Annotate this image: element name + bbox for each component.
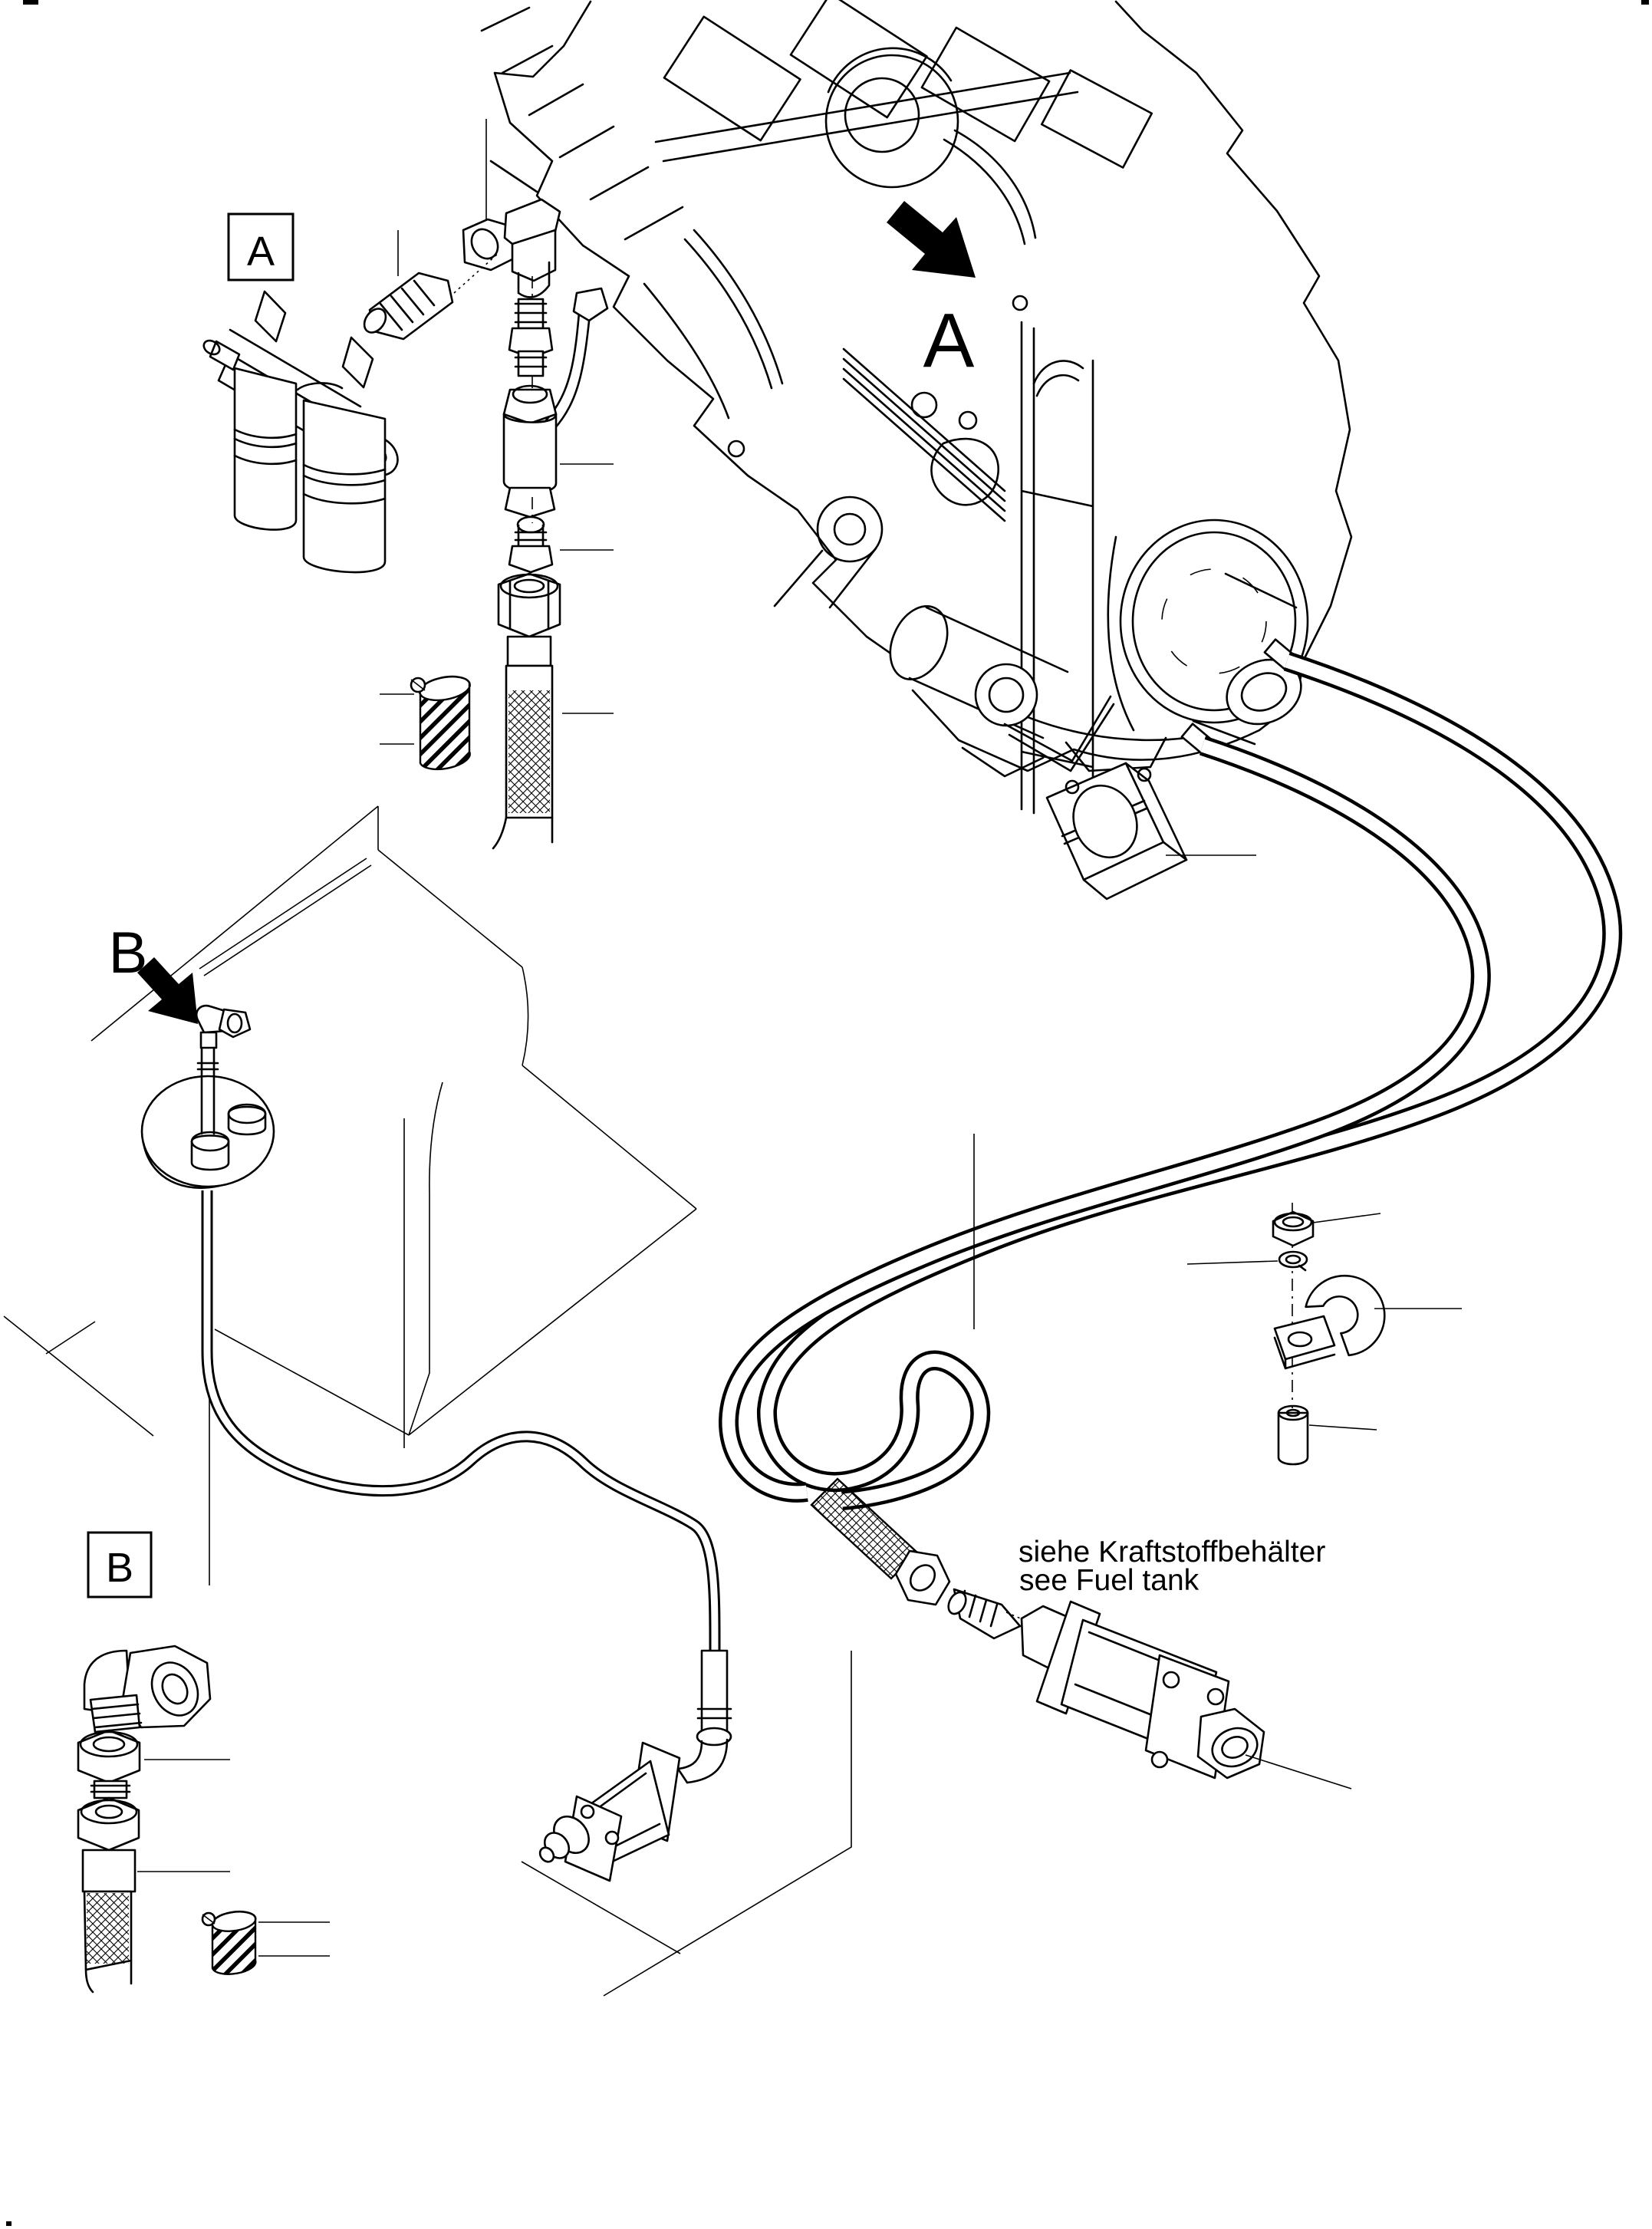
lock-washer bbox=[1186, 1250, 1308, 1272]
detail-a-box: A bbox=[227, 212, 295, 282]
location-arrow-b: B bbox=[109, 920, 198, 1024]
fuel-tank-outline bbox=[3, 805, 852, 1997]
filter-hose bbox=[492, 572, 614, 850]
engine bbox=[480, 0, 1353, 834]
pclamp-stack bbox=[1186, 1203, 1462, 1466]
spacer-sleeve bbox=[1277, 1404, 1377, 1466]
detail-b-hose bbox=[77, 1796, 230, 1994]
solenoid-inlet-barb bbox=[947, 1588, 1039, 1640]
union-fitting bbox=[508, 298, 554, 377]
hex-plug-fitting bbox=[77, 1729, 230, 1799]
barb-fitting bbox=[363, 230, 499, 341]
hose-cut-section-lower bbox=[201, 1910, 330, 1975]
page-tick-bottomleft bbox=[6, 2221, 12, 2226]
detail-b-box-label: B bbox=[106, 1545, 133, 1591]
detail-b-box: B bbox=[87, 1531, 153, 1598]
p-clamp bbox=[1273, 1274, 1462, 1370]
page-tick-topright bbox=[1641, 0, 1649, 5]
tank-pickup-hose bbox=[201, 1190, 721, 1651]
detail-a-box-label: A bbox=[247, 229, 275, 275]
hose-cut-section-upper bbox=[380, 675, 471, 771]
tank-sender-unit bbox=[140, 1004, 275, 1189]
banjo-elbow bbox=[83, 1645, 212, 1733]
detail-b-parts bbox=[77, 1645, 330, 1994]
location-arrow-b-label: B bbox=[109, 920, 148, 986]
page-tick-topleft bbox=[23, 0, 38, 5]
spacer-leader bbox=[1308, 1424, 1377, 1431]
solenoid-valve-assembly bbox=[810, 1477, 1352, 1789]
solenoid-leader bbox=[1245, 1754, 1352, 1789]
hex-nut bbox=[1272, 1210, 1381, 1247]
fuel-filter-assembly bbox=[202, 290, 399, 574]
location-arrow-a: A bbox=[876, 198, 1002, 384]
nut-leader bbox=[1312, 1213, 1381, 1223]
fuel-tank-note: siehe Kraftstoffbehälter see Fuel tank bbox=[1019, 1536, 1325, 1597]
inline-valve bbox=[502, 287, 614, 519]
fuel-tank-note-line1: siehe Kraftstoffbehälter bbox=[1019, 1536, 1325, 1569]
braid-crimp-nut bbox=[894, 1549, 951, 1606]
fuel-supply-hose bbox=[757, 651, 1623, 1510]
tank-shutoff-valve-assembly bbox=[538, 1649, 732, 1882]
hose-clamp-block bbox=[1045, 762, 1256, 900]
location-arrow-a-label: A bbox=[923, 298, 975, 384]
connector-fitting bbox=[508, 515, 614, 574]
filter-fitting-column bbox=[363, 119, 614, 850]
fuel-tank-note-line2: see Fuel tank bbox=[1019, 1564, 1200, 1597]
fuel-return-hose bbox=[718, 736, 1491, 1503]
solenoid-valve-body bbox=[1020, 1600, 1352, 1789]
sender-fitting bbox=[195, 1004, 252, 1049]
washer-leader bbox=[1186, 1260, 1278, 1265]
elbow-fitting bbox=[462, 198, 561, 298]
